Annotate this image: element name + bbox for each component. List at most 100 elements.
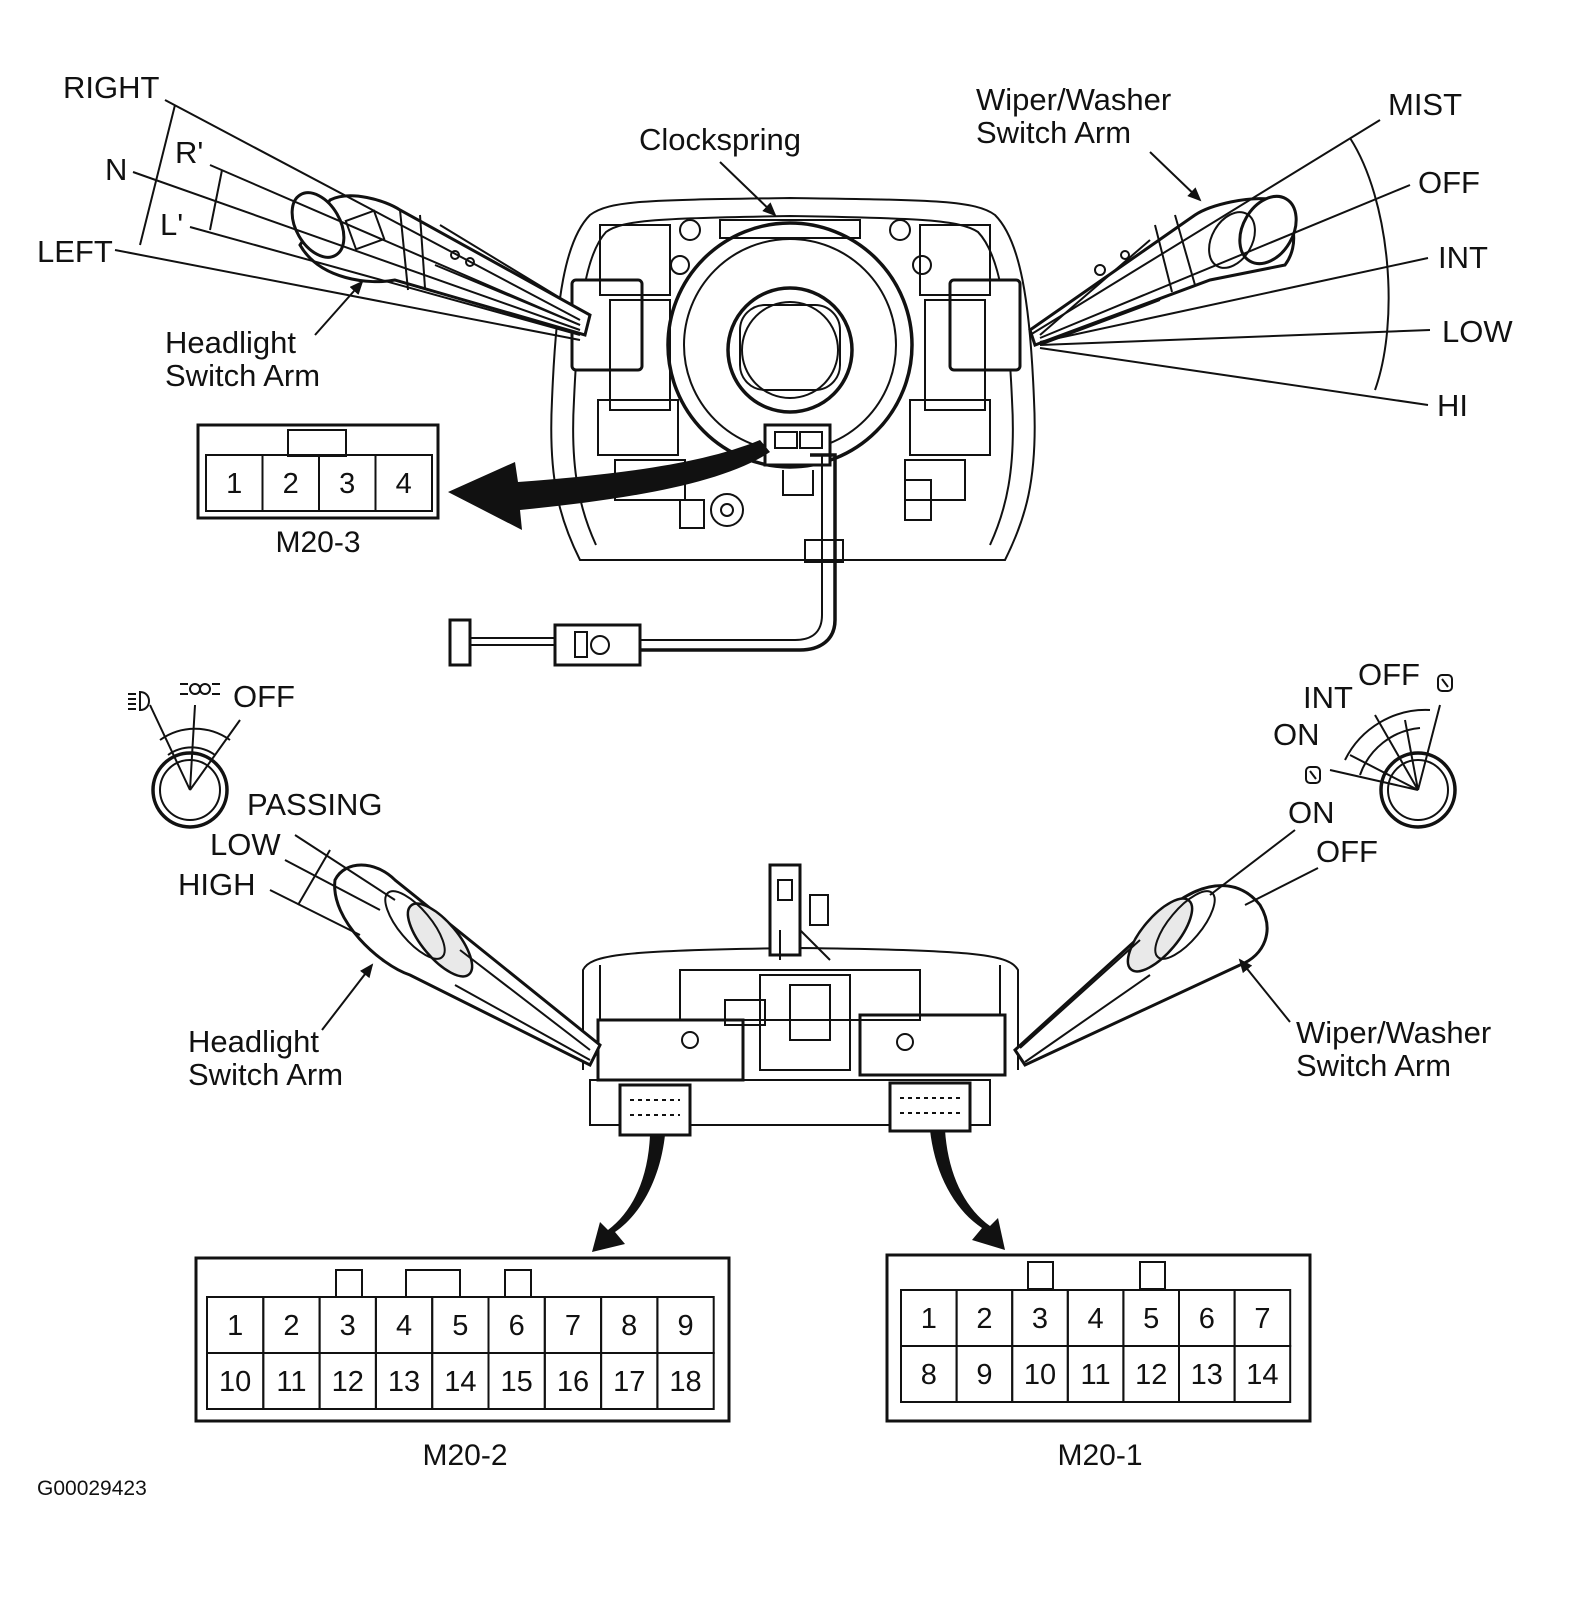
wiper-on-leader bbox=[1209, 829, 1296, 896]
m20-1-pin-label: 7 bbox=[1254, 1303, 1270, 1335]
left-arm-position-r-prime: R' bbox=[175, 135, 203, 170]
m20-3-pin-label: 2 bbox=[283, 468, 299, 500]
top-headlight-callout-line1: Headlight bbox=[165, 325, 296, 360]
m20-2-pin-label: 1 bbox=[227, 1310, 243, 1342]
headlight-knob-off-label: OFF bbox=[233, 679, 295, 714]
m20-2-pin-label: 18 bbox=[669, 1366, 701, 1398]
m20-3-arrow bbox=[448, 440, 770, 530]
connector-m20-3-pins: 1 2 3 4 bbox=[205, 454, 433, 512]
right-arm-position-int: INT bbox=[1438, 240, 1488, 275]
m20-3-pin-label: 1 bbox=[226, 468, 242, 500]
washer-knob-detail bbox=[1329, 704, 1457, 829]
m20-1-pin-label: 3 bbox=[1032, 1303, 1048, 1335]
m20-3-pin-label: 3 bbox=[339, 468, 355, 500]
m20-1-arrow bbox=[930, 1130, 1005, 1250]
bottom-wiper-callout-line2: Switch Arm bbox=[1296, 1048, 1451, 1083]
clockspring-leader bbox=[719, 161, 777, 217]
washer-position-on: ON bbox=[1288, 795, 1335, 830]
bottom-headlight-switch-arm bbox=[333, 863, 602, 1068]
m20-1-pin-label: 14 bbox=[1246, 1359, 1278, 1391]
low-leader bbox=[284, 859, 381, 911]
m20-2-pin-label: 16 bbox=[557, 1366, 589, 1398]
m20-2-pin-label: 10 bbox=[219, 1366, 251, 1398]
m20-2-arrow bbox=[592, 1135, 665, 1252]
m20-1-pin-label: 13 bbox=[1191, 1359, 1223, 1391]
m20-2-pin-cell bbox=[656, 1352, 715, 1410]
rear-washer-symbol-icon bbox=[1305, 766, 1321, 784]
m20-1-pin-label: 9 bbox=[976, 1359, 992, 1391]
m20-2-pin-label: 12 bbox=[332, 1366, 364, 1398]
m20-1-pin-label: 1 bbox=[921, 1303, 937, 1335]
washer-knob-on-label: ON bbox=[1273, 717, 1320, 752]
top-wiper-callout-line1: Wiper/Washer bbox=[976, 82, 1171, 117]
right-arm-position-off: OFF bbox=[1418, 165, 1480, 200]
top-headlight-switch-arm bbox=[290, 191, 592, 337]
m20-2-pin-label: 15 bbox=[501, 1366, 533, 1398]
top-headlight-leader bbox=[314, 280, 364, 336]
headlight-position-passing: PASSING bbox=[247, 787, 383, 822]
left-arm-position-n: N bbox=[105, 152, 127, 187]
m20-2-pin-label: 3 bbox=[340, 1310, 356, 1342]
m20-1-pin-label: 8 bbox=[921, 1359, 937, 1391]
m20-1-pin-label: 10 bbox=[1024, 1359, 1056, 1391]
bottom-headlight-callout-line1: Headlight bbox=[188, 1024, 319, 1059]
left-arm-position-lines bbox=[114, 99, 581, 341]
passing-bracket bbox=[297, 849, 331, 906]
m20-2-pin-label: 17 bbox=[613, 1366, 645, 1398]
m20-2-pin-label: 7 bbox=[565, 1310, 581, 1342]
m20-2-pin-label: 4 bbox=[396, 1310, 412, 1342]
right-arm-position-lines bbox=[1029, 119, 1431, 406]
right-arm-position-hi: HI bbox=[1437, 388, 1468, 423]
washer-knob-off-label: OFF bbox=[1358, 657, 1420, 692]
left-arm-position-left: LEFT bbox=[37, 234, 113, 269]
m20-2-pin-label: 8 bbox=[621, 1310, 637, 1342]
connector-m20-3: 1 2 3 4 M20-3 bbox=[196, 423, 440, 559]
top-wiper-callout-line2: Switch Arm bbox=[976, 115, 1131, 150]
washer-knob-int-label: INT bbox=[1303, 680, 1353, 715]
m20-2-pin-label: 2 bbox=[283, 1310, 299, 1342]
m20-1-pin-cell bbox=[1233, 1345, 1292, 1403]
m20-1-pin-label: 11 bbox=[1081, 1359, 1111, 1391]
m20-2-pin-label: 14 bbox=[444, 1366, 476, 1398]
bottom-headlight-leader bbox=[321, 963, 374, 1031]
m20-1-pin-label: 5 bbox=[1143, 1303, 1159, 1335]
bottom-wiper-switch-arm bbox=[1013, 884, 1269, 1067]
m20-1-pin-label: 2 bbox=[976, 1303, 992, 1335]
connector-m20-3-name: M20-3 bbox=[275, 526, 360, 559]
headlight-knob-detail bbox=[149, 704, 241, 829]
m20-2-pin-label: 9 bbox=[677, 1310, 693, 1342]
m20-3-pin-cell bbox=[374, 454, 433, 512]
m20-3-pin-label: 4 bbox=[396, 468, 412, 500]
right-arm-position-low: LOW bbox=[1442, 314, 1513, 349]
bottom-wiper-leader bbox=[1238, 958, 1291, 1023]
m20-1-pin-label: 6 bbox=[1199, 1303, 1215, 1335]
top-headlight-callout-line2: Switch Arm bbox=[165, 358, 320, 393]
m20-2-pin-label: 5 bbox=[452, 1310, 468, 1342]
passing-leader bbox=[294, 834, 396, 901]
headlight-position-high: HIGH bbox=[178, 867, 256, 902]
headlight-position-low: LOW bbox=[210, 827, 281, 862]
figure-id: G00029423 bbox=[37, 1477, 147, 1500]
bottom-headlight-callout-line2: Switch Arm bbox=[188, 1057, 343, 1092]
left-arm-position-right: RIGHT bbox=[63, 70, 160, 105]
headlight-symbol-icon bbox=[128, 690, 150, 712]
m20-1-pin-label: 12 bbox=[1135, 1359, 1167, 1391]
rear-wiper-symbol-icon bbox=[1437, 674, 1453, 692]
wiper-off-leader bbox=[1244, 867, 1319, 906]
m20-1-pin-label: 4 bbox=[1088, 1303, 1104, 1335]
top-wiper-switch-arm bbox=[1028, 194, 1298, 347]
right-arm-position-mist: MIST bbox=[1388, 87, 1462, 122]
connector-m20-2-name: M20-2 bbox=[422, 1439, 507, 1472]
m20-2-pin-label: 11 bbox=[276, 1366, 306, 1398]
high-leader bbox=[269, 889, 361, 936]
m20-2-pin-label: 6 bbox=[509, 1310, 525, 1342]
top-wiper-leader bbox=[1149, 151, 1202, 202]
parking-lights-symbol-icon bbox=[180, 683, 220, 695]
left-arm-position-l-prime: L' bbox=[160, 207, 183, 242]
